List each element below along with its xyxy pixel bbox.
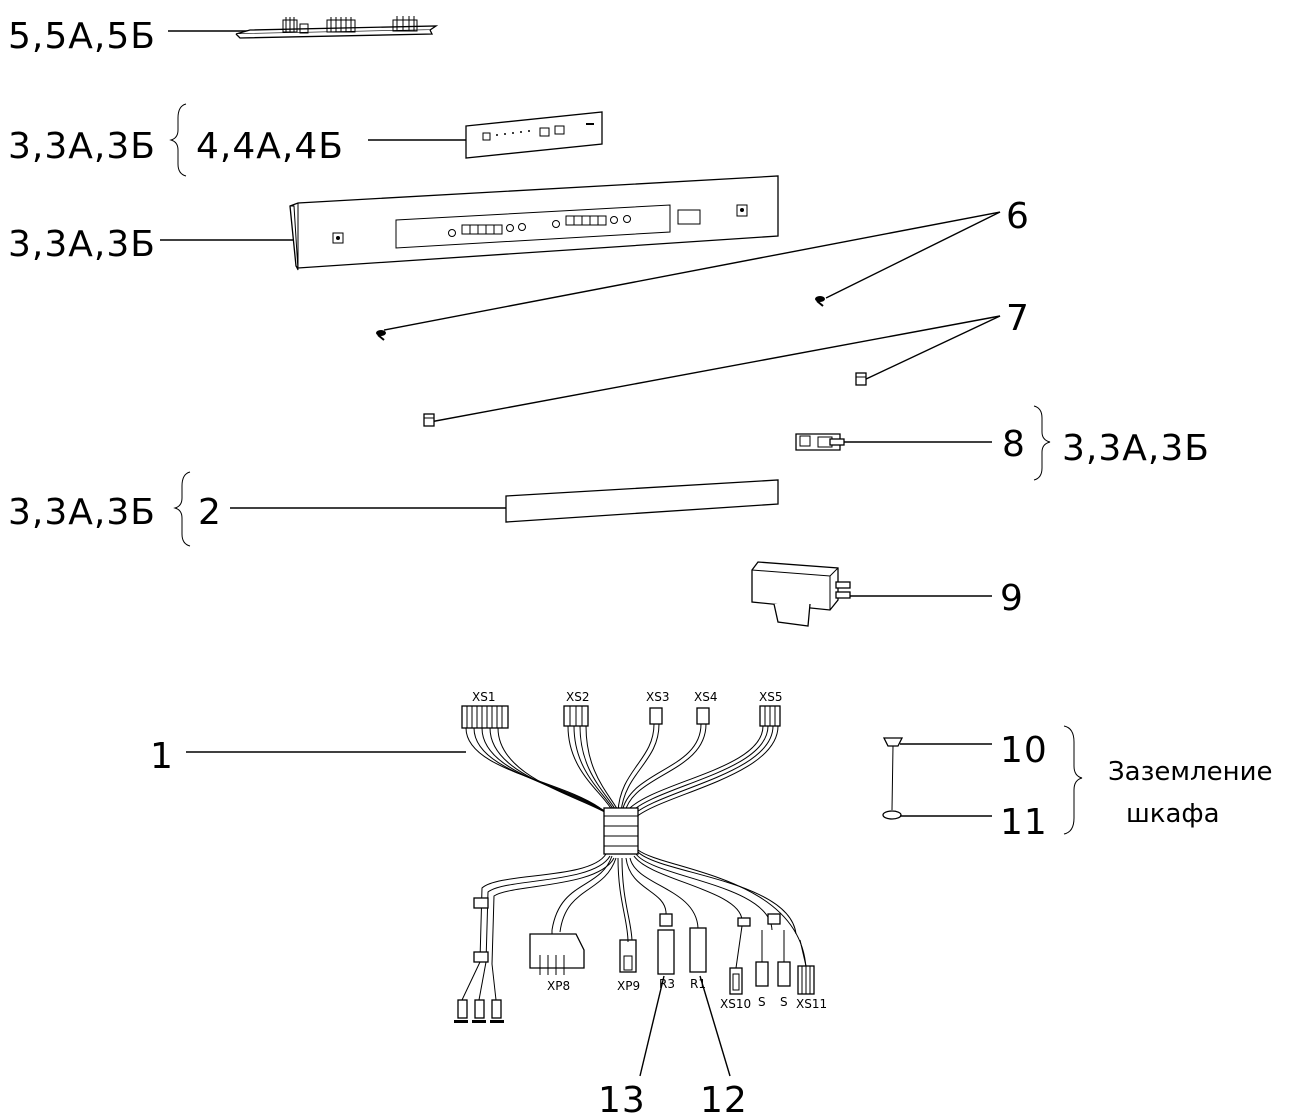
glass-strip-part-2 bbox=[505, 479, 779, 523]
label-3-top: 3,3А,3Б bbox=[8, 126, 156, 167]
display-board-part-5 bbox=[235, 16, 439, 39]
connector-xs11-label: XS11 bbox=[796, 997, 827, 1011]
connector-xs3 bbox=[649, 707, 663, 725]
connector-xp9-label: XP9 bbox=[617, 979, 640, 993]
screw-part-6a bbox=[376, 330, 386, 341]
label-12: 12 bbox=[700, 1080, 748, 1119]
ground-caption-line2: шкафа bbox=[1126, 799, 1220, 829]
switch-s1-label: S bbox=[758, 995, 766, 1009]
control-film-part-4 bbox=[465, 111, 603, 159]
connector-xs3-label: XS3 bbox=[646, 690, 669, 704]
label-10: 10 bbox=[1000, 730, 1048, 771]
screw-part-6b bbox=[815, 296, 825, 307]
label-3-mid: 3,3А,3Б bbox=[8, 224, 156, 265]
wire-harness-part-1: XS1 XS2 XS3 XS4 XS5 bbox=[454, 690, 827, 1023]
leader-6a bbox=[383, 211, 1001, 331]
plug-part-7a bbox=[423, 413, 435, 427]
connector-xs4-label: XS4 bbox=[694, 690, 717, 704]
connector-xs5-label: XS5 bbox=[759, 690, 782, 704]
label-4: 4,4А,4Б bbox=[196, 126, 344, 167]
connector-xs1 bbox=[461, 705, 509, 729]
label-11: 11 bbox=[1000, 802, 1048, 843]
leader-7b bbox=[863, 315, 1001, 381]
switch-s2-label: S bbox=[780, 995, 788, 1009]
grounding-wire-part-10 bbox=[882, 737, 904, 820]
label-13: 13 bbox=[598, 1080, 646, 1119]
label-2: 2 bbox=[198, 492, 222, 533]
label-3-right: 3,3А,3Б bbox=[1062, 428, 1210, 469]
leader-6b bbox=[825, 211, 1001, 299]
leader-13 bbox=[639, 975, 665, 1077]
label-9: 9 bbox=[1000, 578, 1024, 619]
control-panel-part-3 bbox=[289, 175, 779, 271]
connector-xp8 bbox=[529, 933, 585, 969]
terminal-group-left bbox=[454, 897, 504, 1023]
brace-3-2 bbox=[173, 471, 191, 547]
label-6: 6 bbox=[1006, 196, 1030, 237]
connector-xs4 bbox=[696, 707, 710, 725]
leader-12 bbox=[699, 975, 731, 1077]
connector-xs2-label: XS2 bbox=[566, 690, 589, 704]
switch-s1 bbox=[755, 961, 769, 987]
plug-part-7b bbox=[855, 372, 867, 386]
resistor-r1 bbox=[689, 927, 707, 973]
connector-xs1-label: XS1 bbox=[472, 690, 495, 704]
label-7: 7 bbox=[1006, 298, 1030, 339]
brace-ground bbox=[1063, 725, 1083, 835]
connector-xs10-label: XS10 bbox=[720, 997, 751, 1011]
switch-part-8 bbox=[795, 433, 845, 451]
switch-s2 bbox=[777, 961, 791, 987]
ground-caption-line1: Заземление bbox=[1108, 757, 1273, 787]
connector-xp8-label: XP8 bbox=[547, 979, 570, 993]
label-3-bottom: 3,3А,3Б bbox=[8, 492, 156, 533]
brace-8 bbox=[1033, 405, 1051, 481]
harness-trunk bbox=[603, 807, 639, 855]
label-8: 8 bbox=[1002, 424, 1026, 465]
label-1: 1 bbox=[150, 736, 174, 777]
resistor-r3 bbox=[657, 929, 675, 975]
leader-7a bbox=[429, 315, 1001, 423]
label-5: 5,5А,5Б bbox=[8, 16, 156, 57]
brace-3-4 bbox=[169, 103, 187, 177]
relay-block-part-9 bbox=[751, 561, 851, 627]
